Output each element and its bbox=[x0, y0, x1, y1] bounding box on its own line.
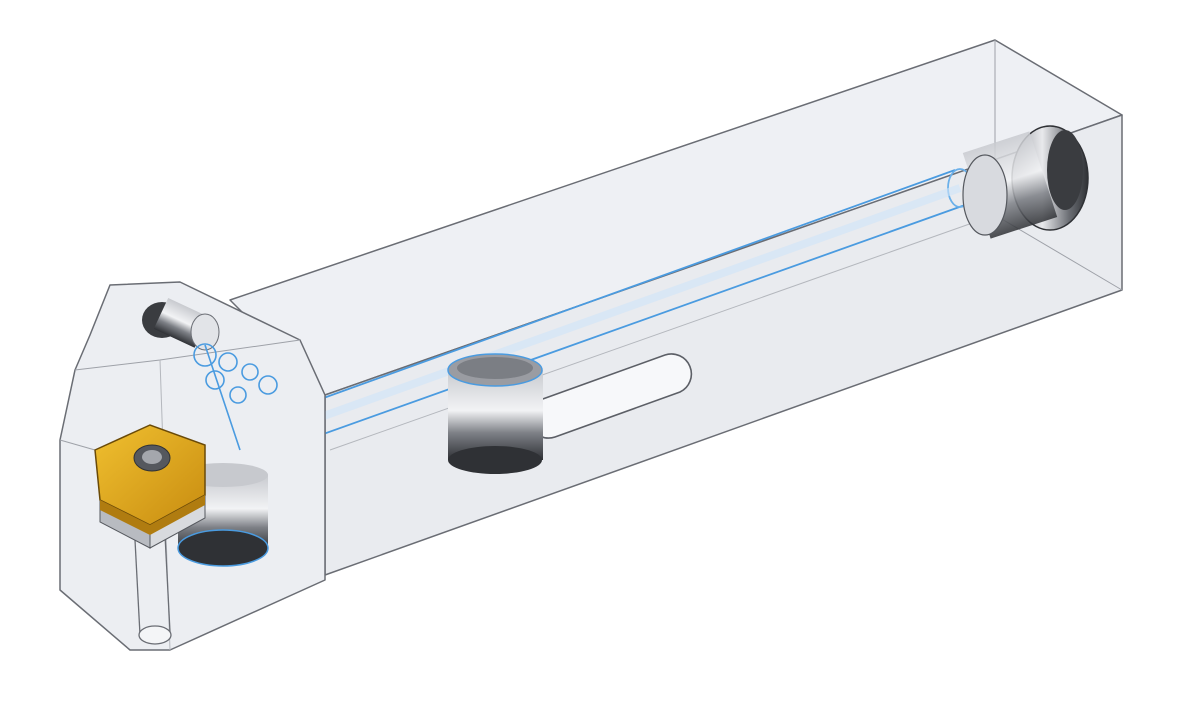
bottom-hole bbox=[134, 534, 172, 645]
cutting-insert bbox=[94, 424, 206, 549]
lever-screw bbox=[142, 297, 220, 351]
rear-plug bbox=[962, 125, 1089, 239]
coolant-channel bbox=[234, 168, 973, 463]
coolant-nozzle bbox=[193, 343, 278, 451]
clamp-screw bbox=[447, 353, 543, 474]
